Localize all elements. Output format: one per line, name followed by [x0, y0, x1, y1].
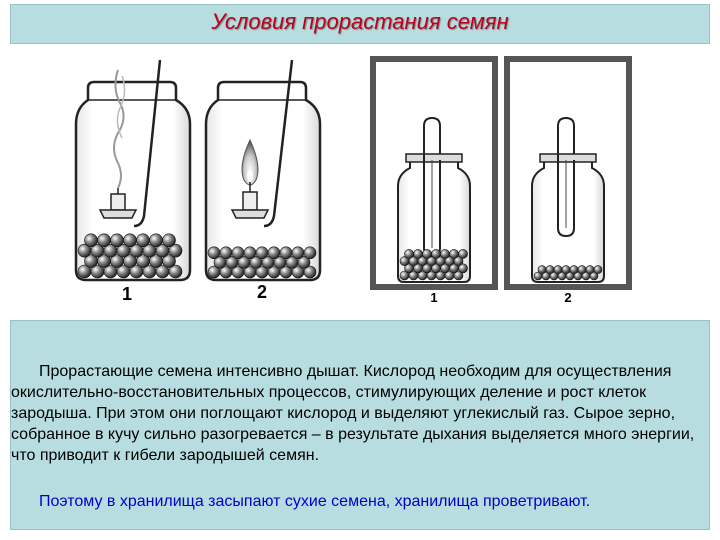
jar-1-left — [74, 59, 192, 282]
seed — [577, 265, 587, 274]
seed — [440, 249, 450, 259]
seed — [303, 265, 317, 279]
label-right-2: 2 — [564, 290, 571, 305]
seed — [404, 249, 414, 259]
seed — [162, 254, 176, 268]
seed — [123, 233, 137, 248]
seed — [553, 265, 563, 274]
text-panel: Прорастающие семена интенсивно дышат. Ки… — [10, 320, 710, 530]
label-left-1: 1 — [122, 284, 132, 304]
seed-pile-jar-2 — [207, 246, 317, 279]
seed — [297, 256, 311, 269]
chamber-2-right — [504, 56, 632, 290]
seed — [431, 249, 441, 259]
seed — [291, 246, 305, 260]
seed — [413, 249, 423, 259]
paragraph-conclusion: Поэтому в хранилища засыпают сухие семен… — [11, 475, 711, 528]
paragraph-2: Поэтому в хранилища засыпают сухие семен… — [39, 493, 591, 510]
paragraph-main: Прорастающие семена интенсивно дышат. Ки… — [11, 345, 711, 482]
seed — [168, 243, 183, 258]
seed — [168, 264, 183, 279]
seed — [84, 233, 98, 248]
label-left-2: 2 — [257, 282, 267, 302]
seed — [110, 233, 124, 248]
seed — [593, 265, 603, 274]
seed-pile-chamber-1 — [399, 249, 468, 281]
seed — [231, 246, 245, 260]
seed — [279, 246, 293, 260]
page-title: Условия прорастания семян — [211, 9, 509, 34]
seed-pile-jar-1 — [77, 233, 183, 279]
seed — [458, 249, 468, 259]
seed — [303, 246, 317, 260]
seed — [97, 233, 111, 248]
experiment-figure: 1 2 1 2 — [74, 56, 632, 305]
label-right-1: 1 — [430, 290, 437, 305]
jar-2-left — [204, 59, 322, 282]
seed — [537, 265, 547, 274]
seed — [449, 249, 459, 259]
seed — [422, 249, 432, 259]
seed — [149, 233, 163, 248]
seed — [243, 246, 257, 260]
seed — [162, 233, 176, 248]
seed-pile-chamber-2 — [533, 265, 603, 281]
seed — [453, 256, 464, 266]
seed — [136, 233, 150, 248]
seed — [545, 265, 555, 274]
seed — [569, 265, 579, 274]
seed — [458, 263, 468, 274]
seed — [255, 246, 269, 260]
seed — [585, 265, 595, 274]
title-bar: Условия прорастания семян — [10, 4, 710, 44]
seed — [267, 246, 281, 260]
seed — [589, 271, 599, 281]
seed — [453, 270, 464, 281]
seed — [561, 265, 571, 274]
seed — [207, 246, 221, 260]
seed — [219, 246, 233, 260]
paragraph-1: Прорастающие семена интенсивно дышат. Ки… — [11, 363, 695, 464]
